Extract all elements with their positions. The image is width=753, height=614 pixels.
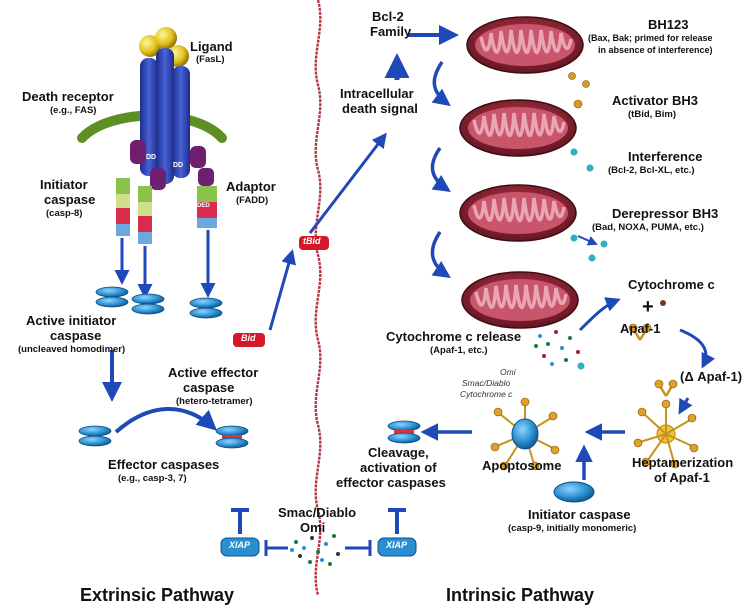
xiap-left: XIAP <box>229 540 251 550</box>
activator-title: Activator BH3 <box>612 93 698 108</box>
apaf1-label: Apaf-1 <box>620 321 661 336</box>
ligand-title: Ligand <box>190 39 233 54</box>
active-initiator-subtitle: (uncleaved homodimer) <box>18 344 126 355</box>
casp9-graphic <box>553 481 595 503</box>
initiator9-title: Initiator caspase <box>528 507 631 522</box>
interference-title: Interference <box>628 149 703 164</box>
active-effector-title-2: caspase <box>183 380 235 395</box>
intrinsic-footer: Intrinsic Pathway <box>446 585 595 605</box>
heptamer-line1: Heptamerization <box>632 455 734 470</box>
active-effector-subtitle: (hetero-tetramer) <box>176 396 253 407</box>
active-initiator-caspase <box>95 286 129 308</box>
dd-label: DD <box>146 154 157 161</box>
legend-smac: Smac/Diablo <box>462 378 511 388</box>
smac-line1: Smac/Diablo <box>278 505 357 520</box>
bh123-sub1: (Bax, Bak; primed for release <box>588 33 713 43</box>
death-receptor-subtitle: (e.g., FAS) <box>50 105 97 116</box>
effector-caspase-active <box>215 425 249 449</box>
cleavage-line3: effector caspases <box>336 475 446 490</box>
plus-sign: + <box>642 296 654 318</box>
derepressor-title: Derepressor BH3 <box>612 206 719 221</box>
derepressor-subtitle: (Bad, NOXA, PUMA, etc.) <box>592 222 704 233</box>
bh123-sub2: in absence of interference) <box>598 45 713 55</box>
xiap-right: XIAP <box>386 540 408 550</box>
bh123-title: BH123 <box>648 17 689 32</box>
cyto-release-subtitle: (Apaf-1, etc.) <box>430 345 488 356</box>
release-dots <box>534 330 580 366</box>
death-receptor-title: Death receptor <box>22 89 114 104</box>
xiap-right-graphic <box>377 508 417 557</box>
bcl2-line2: Family <box>370 24 412 39</box>
heptamer-graphic <box>633 399 699 469</box>
initiator-caspase-stack <box>116 178 152 244</box>
bcl2-line1: Bcl-2 <box>372 9 404 24</box>
legend-cyto: Cytochrome c <box>460 389 513 399</box>
mitochondrion-2 <box>458 98 578 158</box>
interference-subtitle: (Bcl-2, Bcl-XL, etc.) <box>608 165 695 176</box>
active-initiator-title-1: Active initiator <box>26 313 117 328</box>
intracellular-line1: Intracellular <box>340 86 414 101</box>
effector-caspase-inactive <box>78 425 112 447</box>
intracellular-line2: death signal <box>342 101 418 116</box>
legend-omi: Omi <box>500 367 516 377</box>
cleavage-line1: Cleavage, <box>368 445 429 460</box>
receptor-rod <box>172 66 190 178</box>
cell-divider <box>314 0 322 596</box>
adaptor-subtitle: (FADD) <box>236 195 269 206</box>
ligand-ball <box>155 27 177 49</box>
apoptosome-graphic <box>490 397 560 471</box>
effector-title: Effector caspases <box>108 457 220 472</box>
smac-line2: Omi <box>300 520 326 535</box>
initiator-title-1: Initiator <box>40 177 88 192</box>
initiator-title-2: caspase <box>44 192 96 207</box>
bid-label: Bid <box>241 333 256 343</box>
smac-dots <box>290 534 340 566</box>
cytochrome-label: Cytochrome c <box>628 277 715 292</box>
bid-box <box>233 333 265 347</box>
extrinsic-footer: Extrinsic Pathway <box>80 585 235 605</box>
cleavage-line2: activation of <box>360 460 437 475</box>
heptamer-line2: of Apaf-1 <box>654 470 710 485</box>
mitochondrion-4 <box>460 270 580 330</box>
active-initiator-title-2: caspase <box>50 328 102 343</box>
apoptosome-label: Apoptosome <box>482 458 562 473</box>
effector-subtitle: (e.g., casp-3, 7) <box>118 473 187 484</box>
mitochondrion-3 <box>458 183 578 243</box>
delta-apaf1-label: (Δ Apaf-1) <box>680 369 743 384</box>
active-effector-title-1: Active effector <box>168 365 259 380</box>
tbid-box <box>299 236 329 250</box>
initiator-subtitle: (casp-8) <box>46 208 83 219</box>
effector-caspase-intrinsic <box>387 420 421 444</box>
cyto-release-title: Cytochrome c release <box>386 329 522 344</box>
tbid-label: tBid <box>303 236 321 246</box>
dd-label: DD <box>173 162 184 169</box>
xiap-left-graphic <box>220 508 260 557</box>
mitochondrion-1 <box>465 15 585 75</box>
ligand-subtitle: (FasL) <box>196 54 225 65</box>
activator-subtitle: (tBid, Bim) <box>628 109 677 120</box>
adaptor-fadd <box>197 168 217 228</box>
receptor-rod <box>156 48 174 184</box>
adaptor-title: Adaptor <box>226 179 276 194</box>
ded-label: DED <box>197 203 210 209</box>
initiator9-subtitle: (casp-9, initially monomeric) <box>508 523 637 534</box>
